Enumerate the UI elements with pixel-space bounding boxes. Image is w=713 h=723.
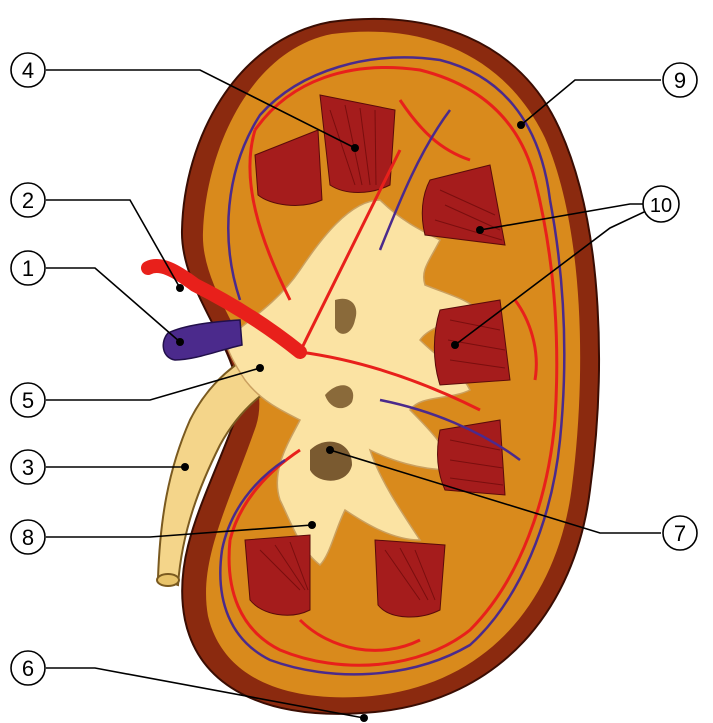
callout-8-label: 8 [22,525,34,550]
minor-calyx-opening-3 [310,441,352,481]
pyramid-top [319,94,396,193]
callout-6: 6 [10,650,46,686]
pyramid-bottom-right [374,539,446,618]
callout-10-label: 10 [650,195,672,217]
pyramid-right-mid [433,299,511,386]
leader-5 [46,367,261,401]
callout-5-label: 5 [22,388,34,413]
callout-2: 2 [10,182,46,218]
renal-vein [162,319,243,361]
callout-3-label: 3 [22,455,34,480]
callout-4-label: 4 [22,58,34,83]
leader-4 [46,69,356,149]
arterial-network [227,66,559,667]
callout-3: 3 [10,449,46,485]
leader-7 [329,449,661,534]
callout-1: 1 [10,250,46,286]
leader-2 [46,199,181,289]
callout-9-label: 9 [674,68,686,93]
callout-6-label: 6 [22,656,34,681]
ureter-end [156,573,180,587]
venous-network [219,56,566,676]
callout-1-label: 1 [22,256,34,281]
pyramid-bottom-left [244,534,311,616]
leader-9 [520,79,661,126]
pyramid-right-upper [421,164,506,246]
minor-calyx-opening-2 [325,385,354,409]
callout-2-label: 2 [22,188,34,213]
callout-7-label: 7 [674,521,686,546]
leader-8 [46,524,313,538]
callout-5: 5 [10,382,46,418]
callout-7: 7 [662,515,698,551]
renal-artery [141,259,307,359]
callout-4: 4 [10,52,46,88]
leader-1 [46,267,181,343]
callout-9: 9 [662,62,698,98]
callout-dots [176,121,525,722]
minor-calyx-opening-1 [335,298,357,334]
renal-pyramids [244,94,511,618]
callout-8: 8 [10,519,46,555]
pyramid-top-left [254,129,323,206]
callout-10: 10 [642,185,680,223]
leader-6 [46,667,365,719]
